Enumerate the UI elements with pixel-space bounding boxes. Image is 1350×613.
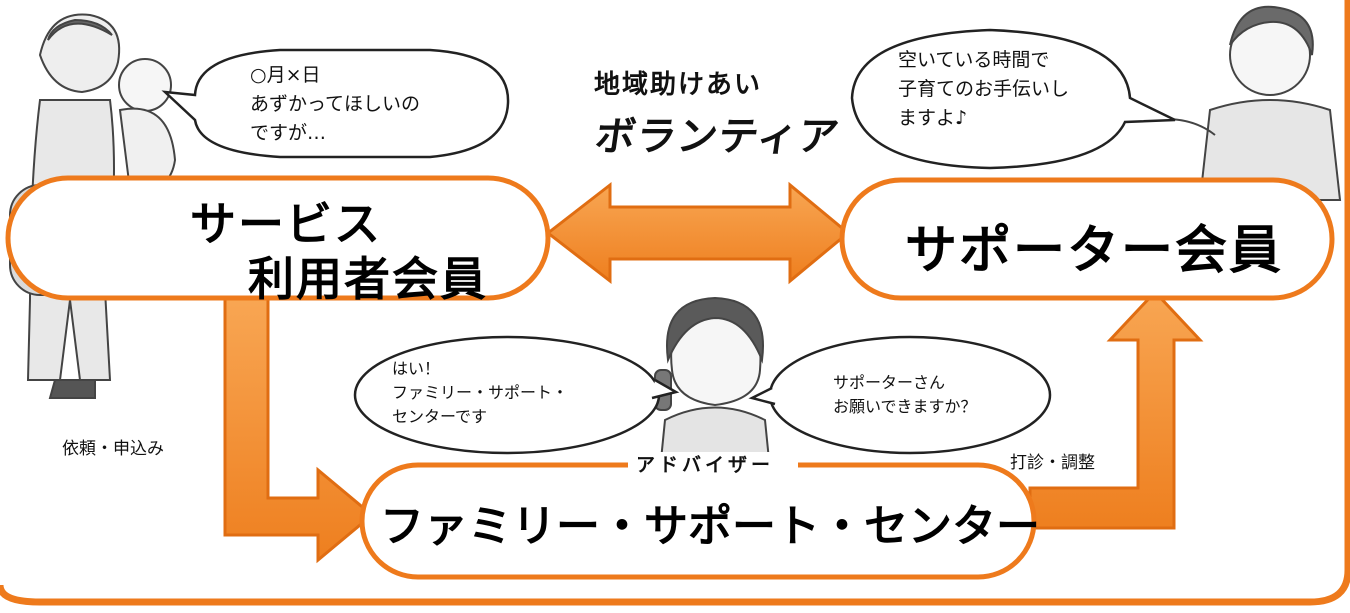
service-user-label-2: 利用者会員 (248, 252, 488, 306)
advisor-label: アドバイザー (636, 454, 775, 476)
mother-bubble-text: ○月×日 あずかってほしいの ですが… (250, 64, 421, 144)
double-arrow (545, 181, 851, 285)
supporter-box (839, 177, 1335, 301)
advisor-illustration (654, 296, 772, 471)
center-reply-text: はい！ ファミリー・サポート・ センターです (392, 359, 569, 426)
supporter-illustration (1149, 5, 1342, 201)
center-label: ファミリー・サポート・センター (380, 501, 1040, 552)
volunteer-line1: 地域助けあい (594, 70, 763, 100)
request-label: 依頼・申込み (62, 439, 164, 459)
coordinate-label: 打診・調整 (1010, 453, 1095, 473)
mother-bubble-shape (161, 48, 510, 159)
service-user-box (5, 175, 551, 301)
supporter-bubble-shape (850, 28, 1176, 170)
service-user-label-1: サービス (190, 197, 382, 251)
advisor-ask-text: サポーターさん お願いできますか？ (833, 373, 977, 416)
supporter-label: サポーター会員 (905, 221, 1284, 281)
coordinate-arrow (1028, 289, 1204, 530)
volunteer-line2: ボランティア (592, 114, 843, 160)
supporter-bubble-text: 空いている時間で 子育てのお手伝いし ますよ♪ (898, 49, 1070, 129)
request-arrow (223, 296, 375, 564)
